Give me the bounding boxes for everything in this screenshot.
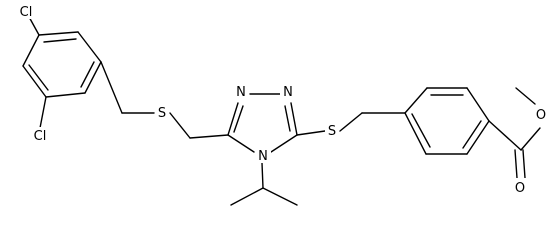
svg-text:S: S [158, 106, 166, 121]
dichlorophenyl-ring [22, 31, 102, 98]
thioether-linker [100, 61, 229, 139]
atom-n-ring: N [255, 146, 271, 164]
atom-o-carbonyl: O [512, 178, 528, 196]
isopropyl-group [230, 162, 298, 206]
benzoate-ring [404, 87, 490, 155]
svg-text:S: S [328, 124, 336, 139]
atom-n-left: N [233, 82, 249, 100]
atom-n-right: N [280, 82, 296, 100]
svg-text:N: N [283, 85, 293, 100]
methyl-ester [488, 87, 541, 179]
bond-cl2 [39, 96, 47, 129]
benzyl-thio-linker [296, 112, 406, 136]
atom-o-ester: O [533, 106, 549, 123]
svg-text:O: O [515, 181, 525, 196]
svg-text:Cl: Cl [34, 129, 47, 144]
svg-text:N: N [236, 85, 246, 100]
triazole-ring [227, 93, 298, 153]
atom-s-thio: S [325, 122, 339, 139]
structure-canvas: Cl Cl S N N N S O O [16, 3, 549, 206]
atom-cl1: Cl [16, 3, 36, 20]
atom-cl2: Cl [30, 127, 50, 144]
molecule-drawing: Cl Cl S N N N S O O [16, 3, 549, 206]
atom-s-link: S [155, 104, 169, 121]
svg-text:Cl: Cl [20, 5, 33, 20]
svg-text:O: O [536, 108, 546, 123]
svg-text:N: N [258, 149, 268, 164]
